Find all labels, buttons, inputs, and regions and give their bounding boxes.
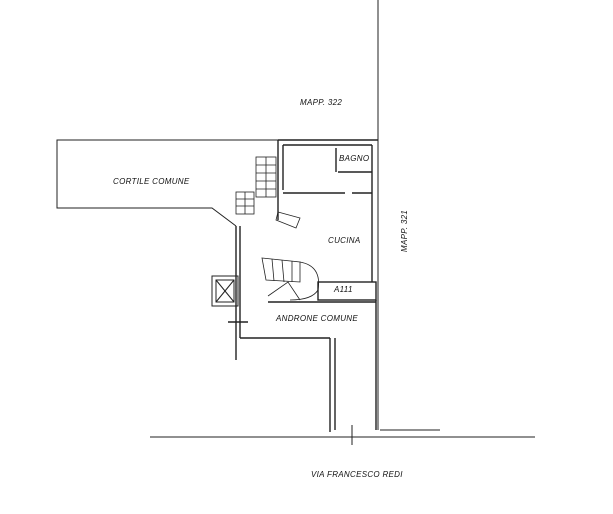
cortile-outline — [56, 139, 278, 227]
label-cortile: CORTILE COMUNE — [113, 177, 190, 186]
label-mapp-east: MAPP. 321 — [400, 209, 409, 252]
label-a111: A111 — [334, 285, 353, 294]
label-mapp-north: MAPP. 322 — [300, 98, 343, 107]
label-street: VIA FRANCESCO REDI — [311, 470, 403, 479]
label-bagno: BAGNO — [339, 154, 370, 163]
street-lines — [150, 425, 535, 445]
building-walls — [228, 139, 378, 432]
label-cucina: CUCINA — [328, 236, 361, 245]
small-shaft — [211, 275, 239, 307]
stairs — [235, 156, 319, 301]
label-androne: ANDRONE COMUNE — [276, 314, 358, 323]
